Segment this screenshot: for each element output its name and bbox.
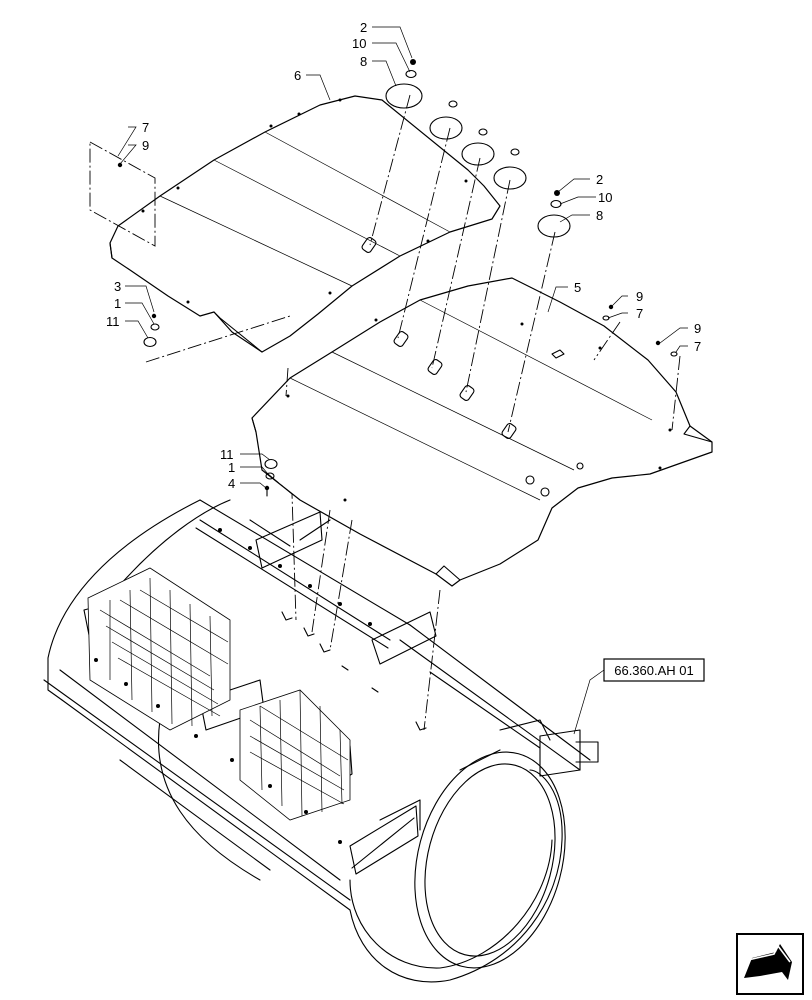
callout-11: 11 (106, 314, 120, 329)
leader-lines (117, 26, 688, 735)
concave-grate-1 (87, 567, 231, 731)
callout-6: 6 (294, 68, 301, 83)
callout-labels: 2 10 8 6 7 9 3 1 11 2 10 8 5 9 7 9 7 11 … (106, 20, 701, 491)
cover-panel-6 (109, 95, 501, 353)
callout-1: 1 (228, 460, 235, 475)
assembly-centerlines (89, 94, 681, 731)
callout-1: 1 (114, 296, 121, 311)
hardware (117, 59, 678, 731)
callout-3: 3 (114, 279, 121, 294)
washer-11-mid (143, 336, 157, 348)
callout-2: 2 (596, 172, 603, 187)
reference-link[interactable]: 66.360.AH 01 (603, 658, 705, 682)
callout-9: 9 (142, 138, 149, 153)
rotor-cage-assembly (43, 499, 599, 983)
rasp-bars (94, 519, 391, 844)
callout-4: 4 (228, 476, 235, 491)
callout-8: 8 (360, 54, 367, 69)
callout-7: 7 (142, 120, 149, 135)
callout-5: 5 (574, 280, 581, 295)
callout-10: 10 (352, 36, 366, 51)
callout-7: 7 (636, 306, 643, 321)
callout-7: 7 (694, 339, 701, 354)
callout-11: 11 (220, 447, 234, 462)
next-page-arrow-icon[interactable] (736, 933, 804, 995)
concave-grate-2 (239, 689, 351, 821)
callout-2: 2 (360, 20, 367, 35)
callout-10: 10 (598, 190, 612, 205)
callout-9: 9 (694, 321, 701, 336)
cover-panel-5 (251, 277, 713, 587)
washer-11-low (264, 458, 278, 470)
washer-8-right (537, 214, 571, 238)
washer-8-top (385, 83, 423, 109)
reference-label[interactable]: 66.360.AH 01 (614, 663, 694, 678)
callout-9: 9 (636, 289, 643, 304)
callout-8: 8 (596, 208, 603, 223)
